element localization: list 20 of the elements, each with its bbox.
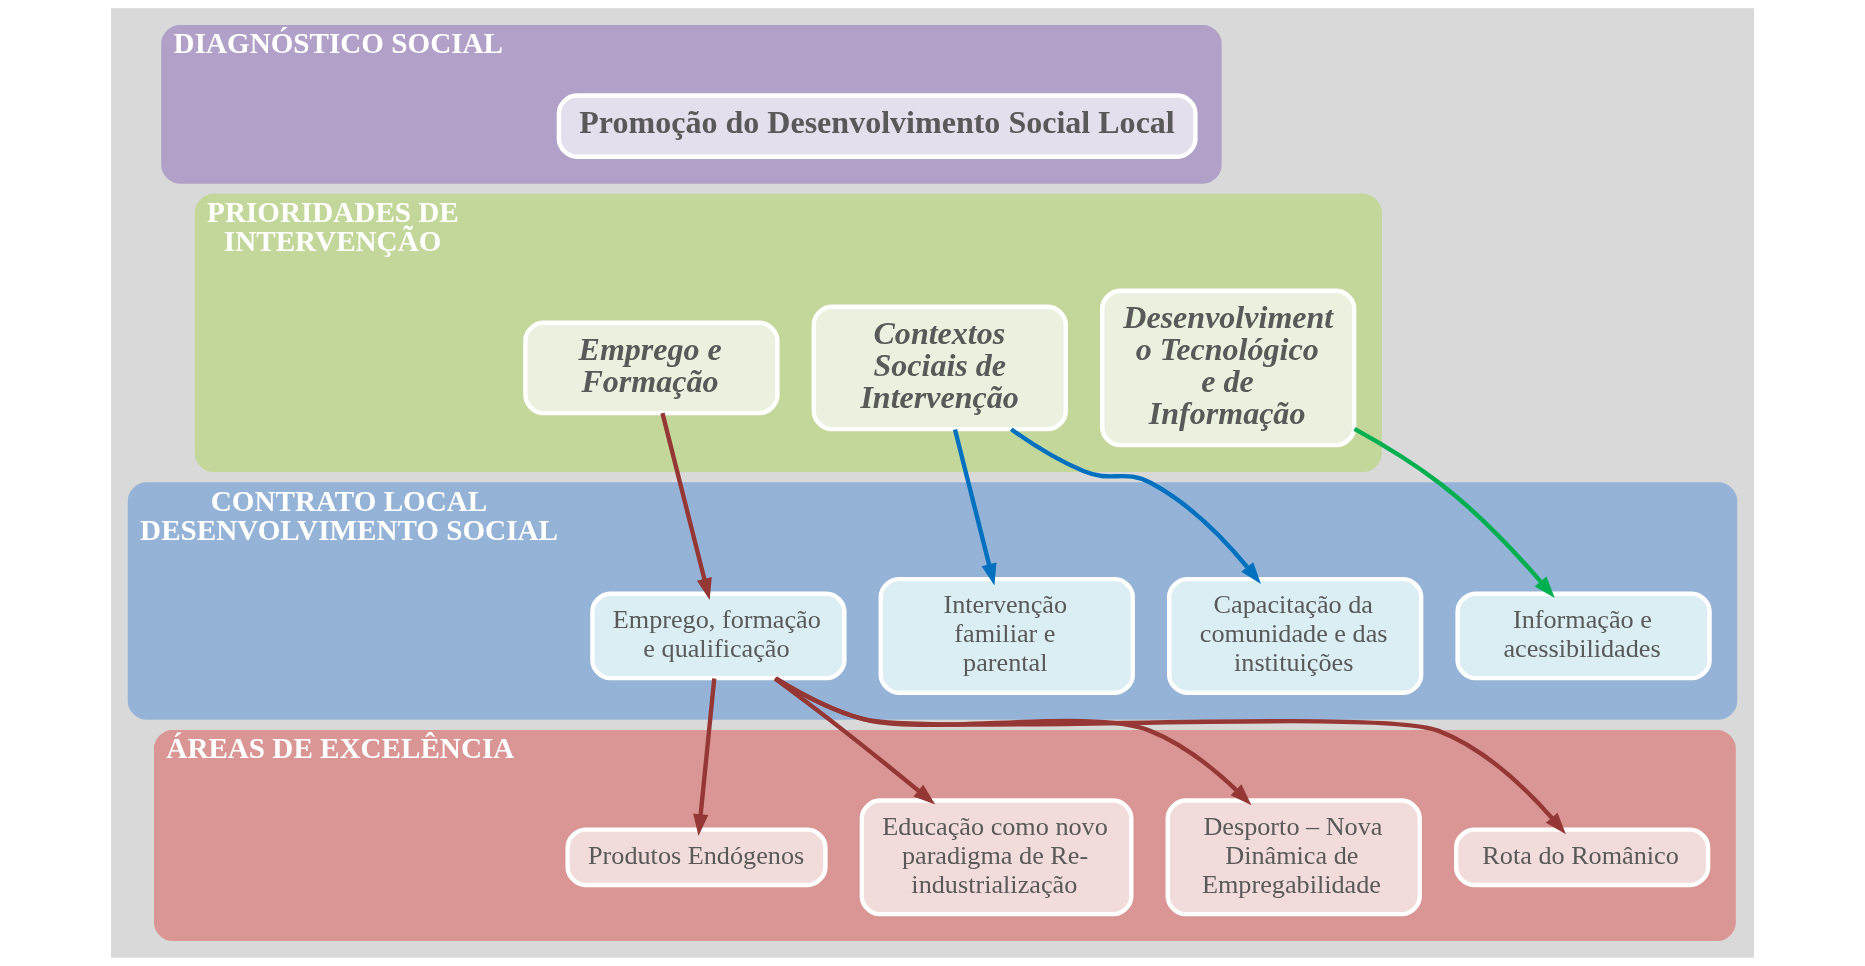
node-box: Produtos Endógenos bbox=[565, 827, 828, 888]
node-box: Desporto – Nova Dinâmica de Empregabilidade bbox=[1165, 798, 1422, 917]
arrow bbox=[1010, 427, 1261, 585]
arrow bbox=[774, 676, 1252, 806]
node-box: Promoção do Desenvolvimento Social Local bbox=[556, 93, 1198, 159]
arrow bbox=[773, 676, 936, 805]
node-box: Intervenção familiar e parental bbox=[878, 576, 1135, 695]
node-box: Capacitação da comunidade e das instituições bbox=[1167, 576, 1424, 695]
node-box: Contextos Sociais de Intervenção bbox=[811, 304, 1068, 432]
arrow bbox=[1353, 427, 1555, 599]
node-box: Emprego, formação e qualificação bbox=[590, 591, 847, 681]
node-box: Desenvolvimento Tecnológico e de Informação bbox=[1100, 288, 1357, 448]
arrow bbox=[952, 429, 997, 586]
node-box: Emprego e Formação bbox=[523, 320, 780, 416]
node-box: Educação como novo paradigma de Re-industrialização bbox=[859, 798, 1134, 917]
arrow bbox=[660, 412, 712, 601]
node-box: Rota do Românico bbox=[1453, 827, 1711, 888]
node-box: Informação e acessibilidades bbox=[1455, 591, 1712, 681]
arrow bbox=[774, 676, 1566, 835]
arrow bbox=[693, 678, 717, 836]
